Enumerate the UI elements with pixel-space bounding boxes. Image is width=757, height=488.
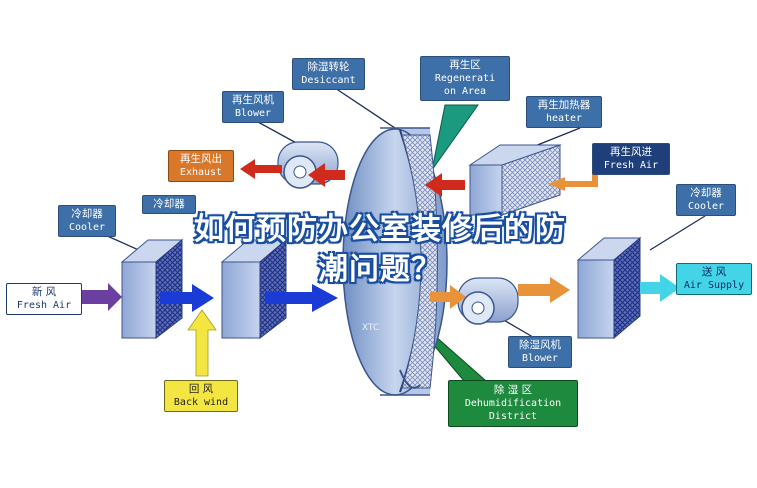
- label-cooler-left: 冷却器 Cooler: [58, 205, 116, 237]
- leader-cooler-right: [649, 215, 706, 251]
- label-dehum-blower: 除湿风机 Blower: [508, 336, 572, 368]
- wheel-watermark: XTC: [362, 323, 379, 333]
- wheel-rotation-icon: [399, 369, 421, 389]
- leader-desiccant: [334, 87, 396, 129]
- regen-hot-arrow: [425, 173, 465, 197]
- label-regen-blower: 再生风机 Blower: [222, 91, 284, 123]
- label-fresh-air: 新 风 Fresh Air: [6, 283, 82, 315]
- headline-line-1: 如何预防办公室装修后的防: [194, 212, 566, 247]
- cooler-left-unit: [120, 238, 184, 340]
- regen-fresh-air-path: [560, 160, 598, 187]
- dehum-air-arrow-2: [518, 277, 570, 303]
- air-supply-arrow: [640, 274, 680, 302]
- label-exhaust: 再生风出 Exhaust: [168, 150, 234, 182]
- regen-return-arrow: [308, 163, 345, 187]
- process-arrow-2: [265, 284, 338, 312]
- label-cooler-right: 冷却器 Cooler: [676, 184, 736, 216]
- label-regen-heater: 再生加热器 heater: [526, 96, 602, 128]
- regen-blower-unit: [277, 141, 339, 189]
- label-dehum-district: 除 湿 区 Dehumidification District: [448, 380, 578, 427]
- label-regeneration-area: 再生区 Regenerati on Area: [420, 56, 510, 101]
- label-back-wind: 回 风 Back wind: [164, 380, 238, 412]
- exhaust-arrow: [240, 159, 282, 179]
- label-regen-fresh-air: 再生风进 Fresh Air: [592, 143, 670, 175]
- regen-heater-unit: [468, 144, 562, 216]
- label-cooler-mid: 冷却器: [142, 195, 196, 214]
- article-headline: 如何预防办公室装修后的防 潮问题？: [60, 210, 700, 290]
- cooler-mid-unit: [220, 238, 288, 340]
- fresh-air-arrow: [82, 283, 122, 311]
- process-arrow-1: [160, 284, 214, 312]
- label-desiccant: 除湿转轮 Desiccant: [292, 58, 365, 90]
- cooler-right-unit: [576, 236, 642, 340]
- dehum-air-arrow-1: [430, 285, 466, 309]
- headline-line-2: 潮问题？: [318, 252, 442, 287]
- desiccant-wheel: [342, 127, 448, 396]
- label-air-supply: 送 风 Air Supply: [676, 263, 752, 295]
- leader-regen-blower: [257, 121, 301, 146]
- back-wind-arrow: [187, 309, 217, 377]
- regeneration-pointer: [431, 104, 479, 171]
- leader-lines: [104, 87, 706, 341]
